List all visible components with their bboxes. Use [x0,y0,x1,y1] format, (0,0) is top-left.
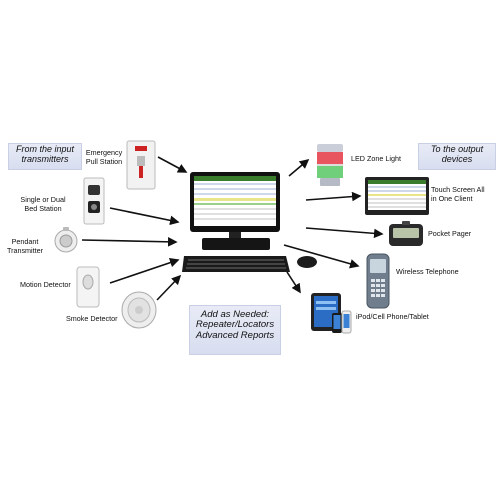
input-banner-text: From the input transmitters [15,144,75,164]
arrow-pager [305,227,384,239]
pager-icon [389,221,423,246]
output-banner-text: To the output devices [430,144,484,164]
pocket-pager [388,221,424,247]
input-banner: From the input transmitters [8,143,82,170]
arrow-pendant [81,237,178,247]
smoke-detector-icon [121,291,157,329]
label-led: LED Zone Light [351,154,401,163]
label-emergency: Emergency Pull Station [85,148,123,166]
label-bed: Single or Dual Bed Station [20,195,66,213]
bed-station [83,177,105,225]
arrow-smoke [156,274,182,301]
label-wireless: Wireless Telephone [396,267,459,276]
label-pendant: Pendant Transmitter [6,237,44,255]
touch-screen-icon [365,177,429,215]
pendant-icon [54,227,78,253]
addons-banner: Add as Needed: Repeater/Locators Advance… [189,305,281,355]
emergency-pull-station [126,140,156,190]
label-smoke: Smoke Detector [66,314,118,323]
label-touch: Touch Screen All in One Client [431,185,485,203]
arrow-touch [305,191,362,202]
arrow-emergency [157,156,188,173]
touch-screen-client [364,176,430,218]
computer-icon [182,172,317,272]
addons-line-2: Repeater/Locators [195,319,275,331]
arrow-bed [109,207,180,226]
arrow-ipod [286,271,301,294]
addons-line-1: Add as Needed: [200,309,270,320]
led-light-icon [317,144,343,186]
arrow-motion [109,258,180,284]
label-motion: Motion Detector [20,280,71,289]
ipod-phone-tablet [310,291,352,339]
smoke-detector [120,290,158,330]
pull-station-icon [126,140,156,190]
arrow-wireless [283,244,360,269]
pendant-transmitter [53,226,79,254]
output-banner: To the output devices [418,143,496,170]
label-pager: Pocket Pager [428,229,472,238]
label-ipod: iPod/Cell Phone/Tablet [356,312,429,321]
motion-detector [76,266,100,308]
wireless-telephone [366,253,390,309]
led-zone-light [314,142,346,192]
arrow-led [288,158,310,177]
motion-detector-icon [76,266,100,308]
addons-line-3: Advanced Reports [195,329,275,341]
tablet-icon [311,293,352,334]
bed-station-icon [83,177,105,225]
central-computer [182,170,322,280]
wireless-phone-icon [366,253,390,309]
